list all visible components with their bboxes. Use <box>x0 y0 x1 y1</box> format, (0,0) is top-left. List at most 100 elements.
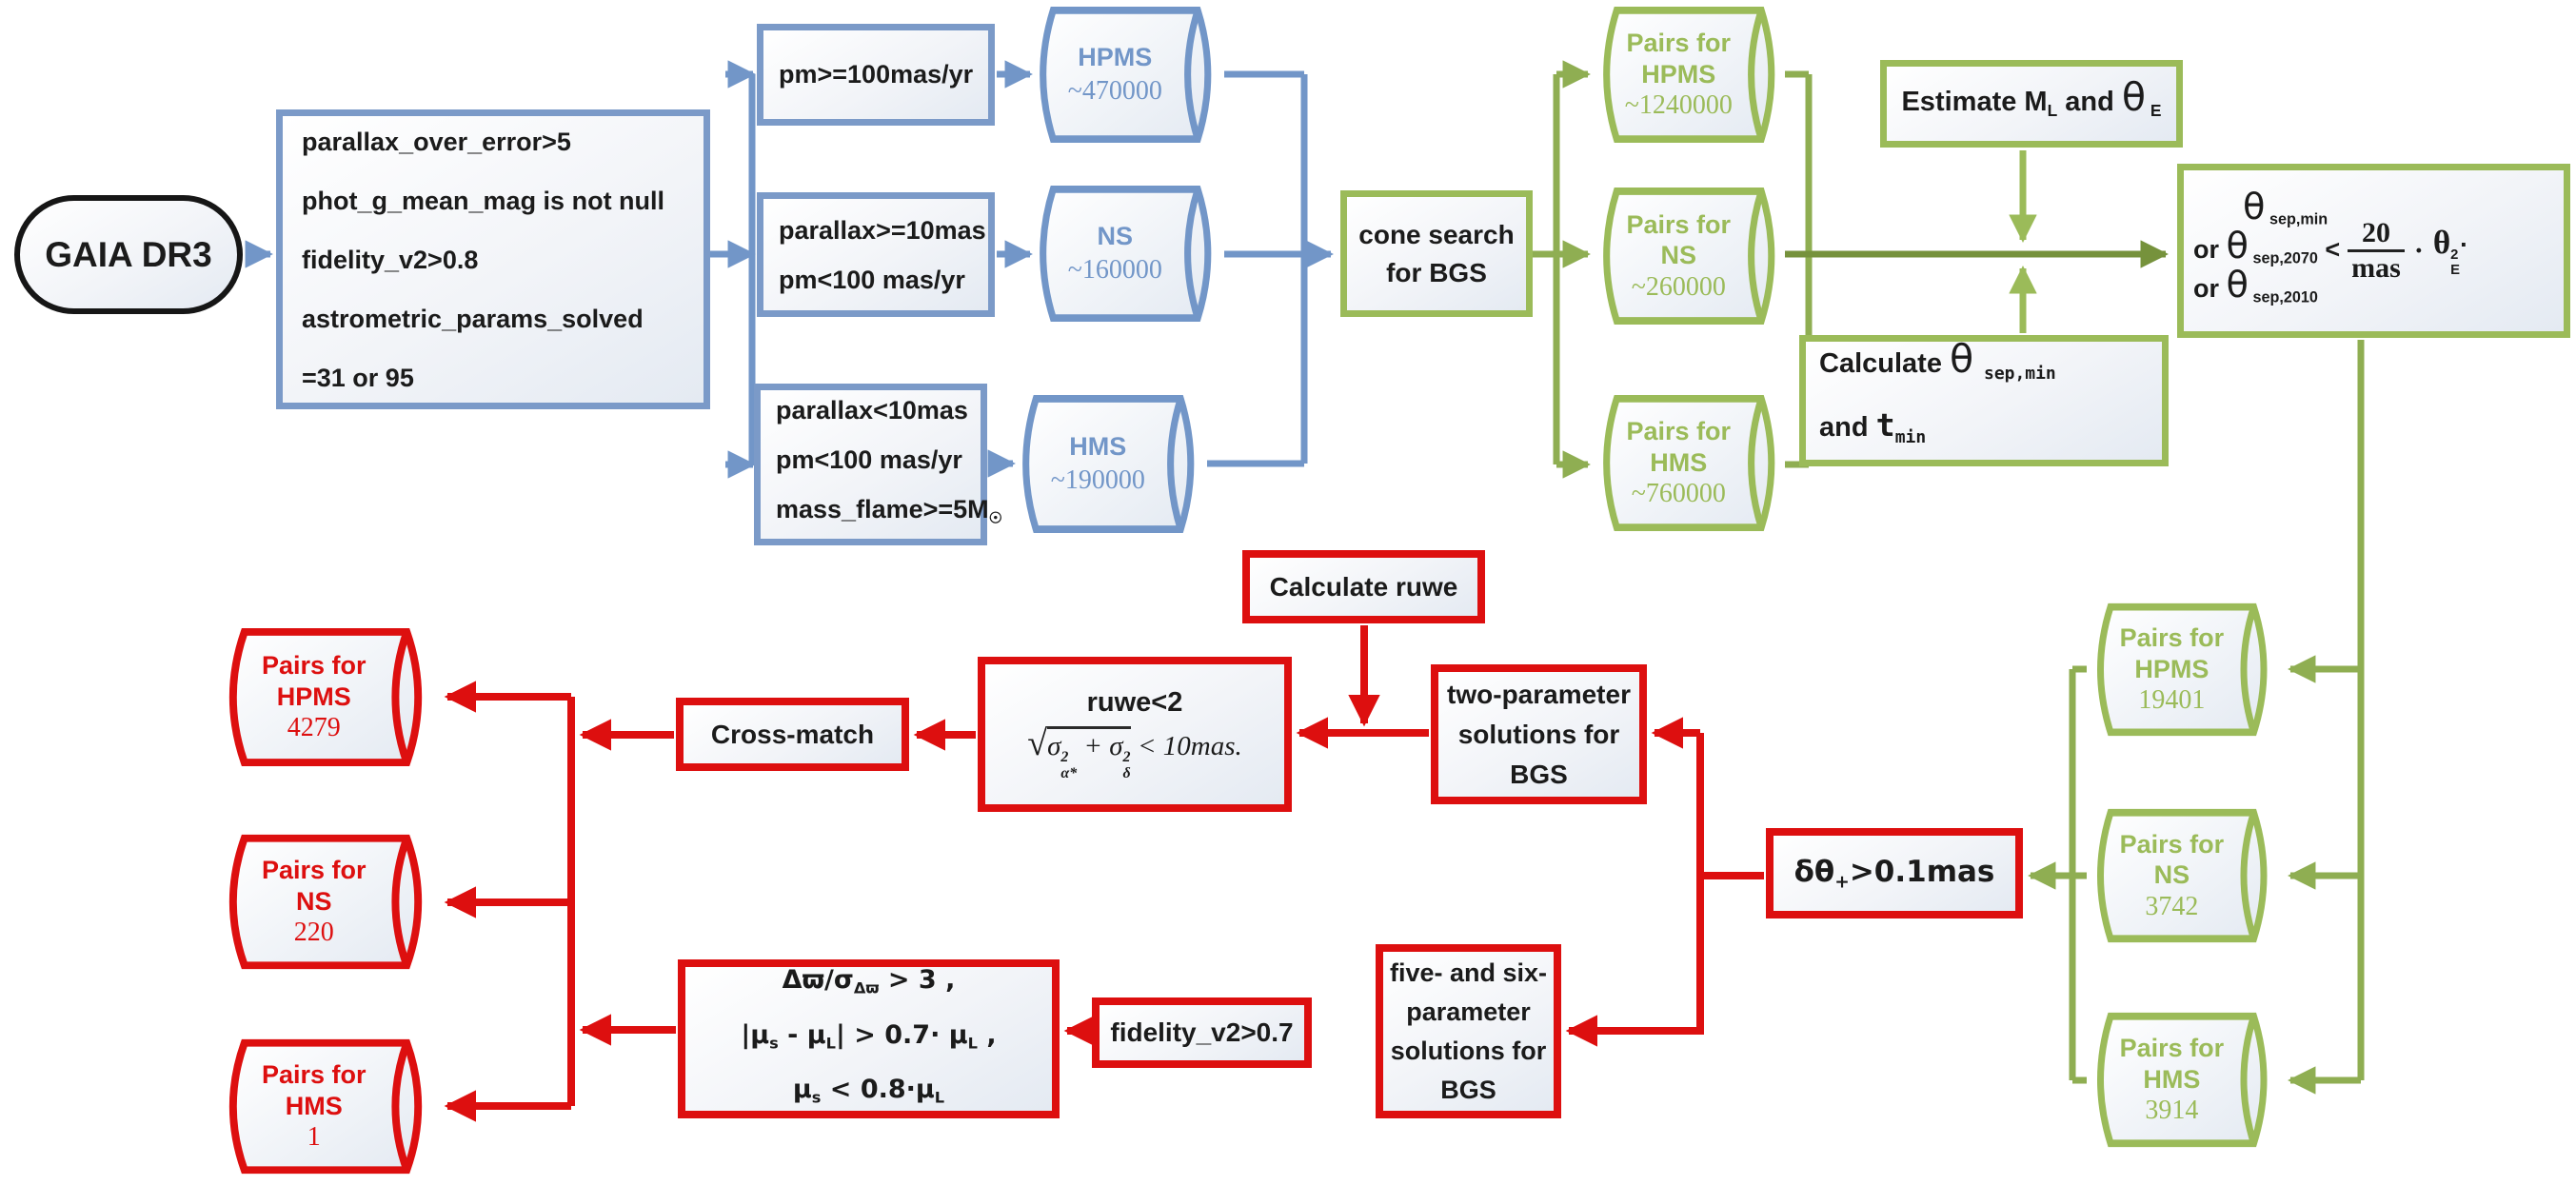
cone-line: for BGS <box>1386 257 1487 287</box>
datastore-count: ~260000 <box>1631 271 1726 302</box>
datastore-count: ~190000 <box>1050 464 1145 495</box>
datastore-count: 3742 <box>2145 891 2199 921</box>
box-proper-motion-conditions: Δϖ/σΔϖ > 3 , |μs - μL| > 0.7· μL , μs < … <box>678 959 1060 1118</box>
fraction-numerator: 20 <box>2361 216 2390 248</box>
sqrt-sign: √ <box>1027 722 1048 763</box>
datastore-name: HPMS <box>2134 654 2209 683</box>
datastore-hms: HMS~190000 <box>1009 393 1211 535</box>
datastore-name: NS <box>2153 860 2190 890</box>
datastore-count: 220 <box>293 918 334 948</box>
fraction-denominator: mas <box>2348 249 2405 286</box>
ruwe-title: ruwe<2 <box>1086 686 1183 718</box>
blue-connectors <box>245 60 1334 479</box>
datastore-count: ~160000 <box>1067 254 1162 285</box>
datastore-line: Pairs for <box>1626 209 1732 239</box>
box-selection-criteria: parallax_over_error>5 phot_g_mean_mag is… <box>276 109 710 409</box>
filter-line: mass_flame>=5M☉ <box>776 495 1003 527</box>
datastore-name: HPMS <box>1641 59 1716 89</box>
condition-line: θ sep,min <box>2243 185 2328 228</box>
formula-line: μs < 0.8·μL <box>792 1075 945 1107</box>
datastore-name: NS <box>1660 241 1697 270</box>
two-param-line: BGS <box>1510 759 1568 789</box>
filter-line: parallax>=10mas <box>779 215 986 245</box>
condition-line: or θ sep,2010 <box>2193 264 2318 307</box>
datastore-line: Pairs for <box>1626 29 1732 58</box>
criteria-line: =31 or 95 <box>302 363 414 392</box>
calculate-ruwe-label: Calculate ruwe <box>1269 571 1458 602</box>
five-param-line: parameter <box>1406 997 1531 1026</box>
criteria-line: astrometric_params_solved <box>302 304 644 333</box>
datastore-name: HMS <box>1650 447 1708 477</box>
red-connectors <box>444 625 1764 1122</box>
box-estimate: Estimate ML and θ E <box>1880 60 2183 148</box>
datastore-count: 3914 <box>2145 1096 2199 1126</box>
datastore-line: Pairs for <box>2119 1034 2225 1063</box>
criteria-line: fidelity_v2>0.8 <box>302 245 479 274</box>
calculate-line: and tmin <box>1819 406 1927 448</box>
box-separation-condition: θ sep,min or θ sep,2070 < or θ sep,2010 … <box>2177 164 2570 338</box>
start-label: GAIA DR3 <box>45 234 212 274</box>
box-two-parameter: two-parameter solutions for BGS <box>1431 664 1647 804</box>
estimate-label: Estimate ML and θ E <box>1901 74 2162 121</box>
box-filter-ns: parallax>=10mas pm<100 mas/yr <box>757 192 995 317</box>
five-param-line: five- and six- <box>1389 958 1548 987</box>
datastore-name: HMS <box>1069 431 1127 461</box>
condition-lines: θ sep,min or θ sep,2070 < or θ sep,2010 <box>2193 185 2341 309</box>
two-param-line: solutions for <box>1457 719 1620 749</box>
datastore-count: ~760000 <box>1631 479 1726 509</box>
start-node-gaia-dr3: GAIA DR3 <box>14 195 243 314</box>
filter-line: pm<100 mas/yr <box>776 445 962 475</box>
box-calculate-sep: Calculate θ sep,min and tmin <box>1799 335 2169 466</box>
fidelity-label: fidelity_v2>0.7 <box>1110 1017 1294 1047</box>
datastore-line: Pairs for <box>2119 829 2225 859</box>
datastore-line: Pairs for <box>2119 623 2225 653</box>
filter-line: pm<100 mas/yr <box>779 265 965 294</box>
delta-theta-label: δθ+>0.1mas <box>1793 854 1995 893</box>
datastore-name: HPMS <box>1078 42 1153 71</box>
datastore-name: NS <box>295 886 332 916</box>
datastore-line: Pairs for <box>261 651 367 681</box>
calculate-line: Calculate θ sep,min <box>1819 335 2056 384</box>
datastore-name: NS <box>1097 221 1134 250</box>
cross-match-label: Cross-match <box>710 719 875 749</box>
datastore-hpms: HPMS ~470000 <box>1026 5 1228 145</box>
criteria-line: phot_g_mean_mag is not null <box>302 186 665 215</box>
box-filter-hpms: pm>=100mas/yr <box>757 24 995 126</box>
box-fidelity: fidelity_v2>0.7 <box>1092 997 1312 1068</box>
box-cross-match: Cross-match <box>676 698 909 771</box>
multiply-dot: · <box>2413 234 2424 267</box>
filter-line: parallax<10mas <box>776 396 968 425</box>
datastore-count: 1 <box>307 1122 321 1153</box>
datastore-count: ~1240000 <box>1624 90 1733 121</box>
condition-line: or θ sep,2070 < <box>2193 224 2341 267</box>
datastore-line: Pairs for <box>261 856 367 885</box>
fraction: 20 mas <box>2348 217 2405 286</box>
box-filter-hms: parallax<10mas pm<100 mas/yr mass_flame>… <box>754 384 1002 545</box>
datastore-name: HMS <box>285 1091 343 1120</box>
datastore-count: 19401 <box>2138 685 2206 716</box>
box-calculate-ruwe: Calculate ruwe <box>1242 550 1485 623</box>
filter-line: pm>=100mas/yr <box>779 60 974 89</box>
datastore-count: ~470000 <box>1067 75 1162 106</box>
datastore-line: Pairs for <box>1626 417 1732 446</box>
box-cone-search: cone search for BGS <box>1340 190 1533 317</box>
datastore-name: HPMS <box>276 681 351 711</box>
box-five-parameter: five- and six- parameter solutions for B… <box>1376 944 1561 1118</box>
datastore-count: 4279 <box>287 713 341 743</box>
cone-line: cone search <box>1358 219 1515 249</box>
formula-line: |μs - μL| > 0.7· μL , <box>741 1019 997 1053</box>
